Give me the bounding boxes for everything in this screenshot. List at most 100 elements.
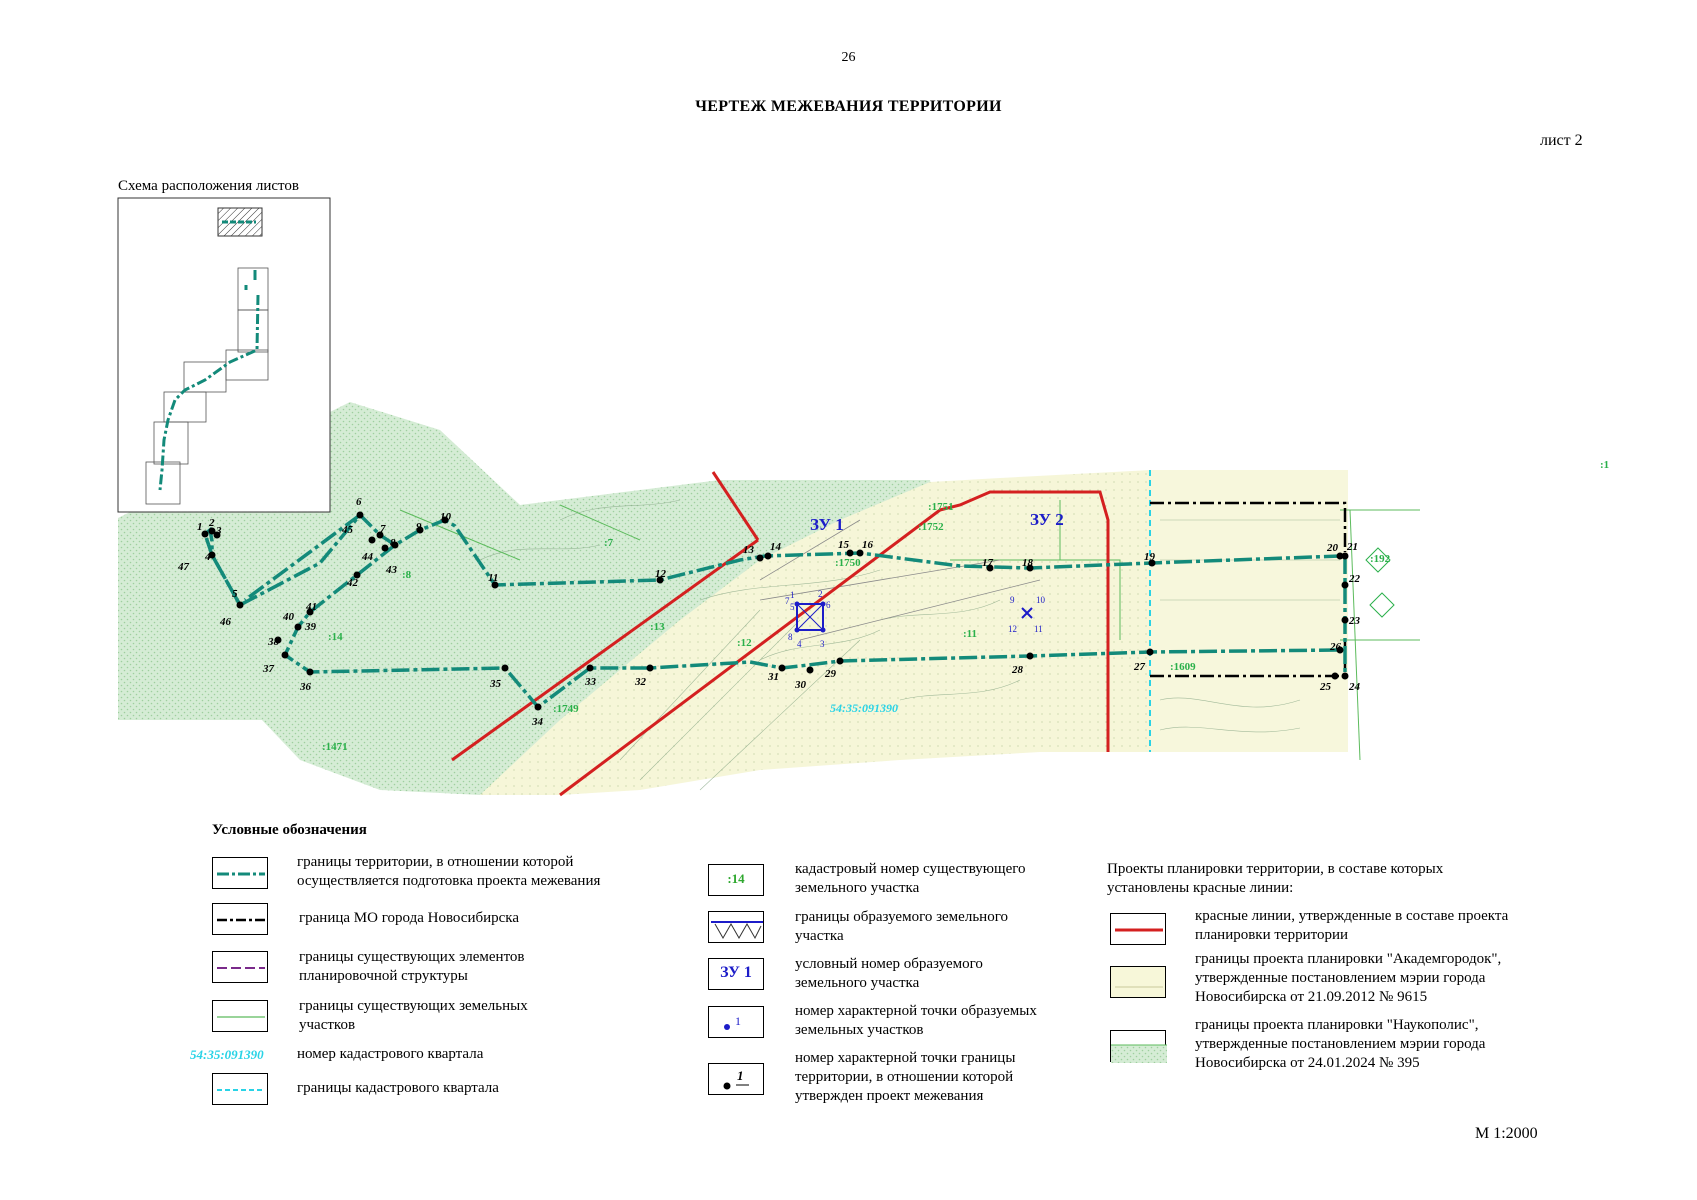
point-21: 21 (1346, 541, 1358, 553)
point-12: 12 (655, 568, 667, 580)
point-6: 6 (356, 496, 362, 508)
point-5: 5 (232, 588, 238, 600)
point-44: 44 (361, 551, 374, 563)
zu-point-2: 2 (818, 589, 823, 599)
cadastral-1: :1 (1600, 459, 1609, 471)
zu2-label: ЗУ 2 (1030, 510, 1064, 529)
point-2: 2 (208, 517, 215, 529)
page-number: 26 (841, 50, 856, 65)
point-22: 22 (1348, 573, 1361, 585)
scale-label: М 1:2000 (1475, 1125, 1538, 1142)
point-14: 14 (770, 541, 782, 553)
cadastral-1752: :1752 (918, 521, 944, 533)
zu2-parcel (1021, 607, 1033, 619)
zu-point-7: 7 (785, 596, 790, 606)
cadastral-13: :13 (650, 621, 665, 633)
sheet-label: лист 2 (1540, 132, 1583, 149)
legend-text-akademgorodok: границы проекта планировки "Академгородо… (1195, 951, 1502, 1005)
legend-title: Условные обозначения (212, 822, 367, 838)
akademgorodok-area (480, 470, 1150, 795)
cadastral-11: :11 (963, 628, 977, 640)
point-15: 15 (838, 539, 850, 551)
zu-point-12: 12 (1008, 624, 1017, 634)
legend-text-planning-elements: границы существующих элементов планирово… (299, 949, 525, 984)
legend-swatch-cadastral-number: :14 (708, 864, 764, 896)
zu-point-5: 5 (790, 602, 795, 612)
boundary-vertices (201, 511, 1349, 711)
point-38: 38 (267, 636, 280, 648)
zu-point-11: 11 (1034, 624, 1043, 634)
point-47: 47 (177, 561, 190, 573)
legend-text-new-plot-border: границы образуемого земельного участка (795, 909, 1008, 944)
point-29: 29 (824, 668, 837, 680)
legend-text-kvartal-number: номер кадастрового квартала (297, 1046, 484, 1062)
point-45: 45 (341, 524, 354, 536)
cadastral-7: :7 (604, 537, 614, 549)
red-lines (451, 471, 1110, 797)
legend-text-existing-plots: границы существующих земельных участков (299, 998, 528, 1033)
legend-swatch-mo-border (212, 903, 268, 935)
point-11: 11 (488, 572, 498, 584)
point-30: 30 (794, 679, 807, 691)
point-18: 18 (1022, 557, 1034, 569)
legend-swatch-zu-point: 1 (708, 1006, 764, 1038)
zu-point-8: 8 (788, 632, 793, 642)
legend-swatch-red-lines (1110, 913, 1166, 945)
point-37: 37 (262, 663, 275, 675)
cadastral-192: :192 (1370, 553, 1391, 565)
sheet-scheme-inset (117, 197, 331, 513)
legend-text-naukopolis: границы проекта планировки "Наукополис",… (1195, 1017, 1486, 1071)
point-20: 20 (1326, 542, 1339, 554)
legend-swatch-akademgorodok (1110, 966, 1166, 998)
point-13: 13 (743, 544, 755, 556)
point-19: 19 (1144, 551, 1156, 563)
legend-swatch-boundary (212, 857, 268, 889)
point-27: 27 (1133, 661, 1146, 673)
point-28: 28 (1011, 664, 1024, 676)
point-17: 17 (982, 557, 994, 569)
point-40: 40 (282, 611, 295, 623)
legend-text-mo-border: граница МО города Новосибирска (299, 910, 520, 926)
cadastral-number-labels: :1 :192 :7 :8 :14 :13 :12 :11 :1751 :175… (322, 459, 1609, 753)
point-41: 41 (305, 601, 317, 613)
legend-swatch-existing-plots (212, 1000, 268, 1032)
legend-sample-zu-point: 1 (735, 1014, 741, 1028)
akademgorodok-area-east (1150, 470, 1348, 752)
point-43: 43 (385, 564, 398, 576)
point-4: 4 (204, 551, 211, 563)
legend-projects-heading: Проекты планировки территории, в составе… (1107, 861, 1444, 896)
point-25: 25 (1319, 681, 1332, 693)
cadastral-12: :12 (737, 637, 752, 649)
legend-swatch-naukopolis (1110, 1030, 1167, 1063)
legend-sample-zu-number: ЗУ 1 (720, 964, 752, 981)
legend-swatch-new-plot-border (708, 911, 764, 943)
point-35: 35 (489, 678, 502, 690)
legend-swatch-boundary-point: 1 (708, 1063, 764, 1095)
cadastral-map: 1 2 3 4 5 6 7 8 9 10 11 12 13 14 15 16 1… (117, 197, 1609, 797)
existing-plot-lines (399, 500, 1420, 761)
zu-point-4: 4 (797, 639, 802, 649)
point-16: 16 (862, 539, 874, 551)
point-34: 34 (531, 716, 544, 728)
diamond-markers (1365, 547, 1395, 618)
cadastral-14: :14 (328, 631, 343, 643)
legend-text-kvartal-border: границы кадастрового квартала (297, 1080, 499, 1096)
cadastral-1750: :1750 (835, 557, 861, 569)
legend-sample-boundary-point: 1 (737, 1068, 744, 1083)
point-31: 31 (767, 671, 779, 683)
point-7: 7 (380, 523, 386, 535)
cadastral-1751: :1751 (928, 501, 954, 513)
point-3: 3 (215, 525, 222, 537)
legend-swatch-zu-number: ЗУ 1 (708, 958, 764, 990)
point-1: 1 (197, 521, 203, 533)
point-24: 24 (1348, 681, 1361, 693)
legend-text-zu-point: номер характерной точки образуемых земел… (795, 1003, 1037, 1038)
cadastral-8: :8 (402, 569, 412, 581)
point-32: 32 (634, 676, 647, 688)
legend-text-boundary-point: номер характерной точки границы территор… (795, 1050, 1016, 1104)
point-10: 10 (440, 511, 452, 523)
legend-sample-kvartal-number: 54:35:091390 (190, 1047, 264, 1062)
point-9: 9 (416, 521, 422, 533)
zu-point-labels: 1 2 3 4 5 6 7 8 9 10 11 12 (785, 589, 1046, 649)
point-42: 42 (346, 577, 359, 589)
